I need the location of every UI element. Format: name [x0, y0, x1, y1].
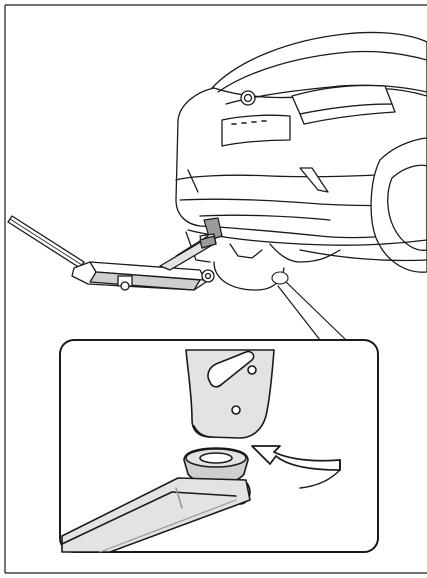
- callout-lines: [278, 280, 346, 340]
- car-rear-icon: [176, 32, 427, 290]
- jack-saddle-alignment-icon: [186, 350, 274, 438]
- callout-marker: [272, 272, 288, 284]
- floor-jack-icon: [72, 236, 216, 290]
- jack-handle-icon: [8, 216, 84, 268]
